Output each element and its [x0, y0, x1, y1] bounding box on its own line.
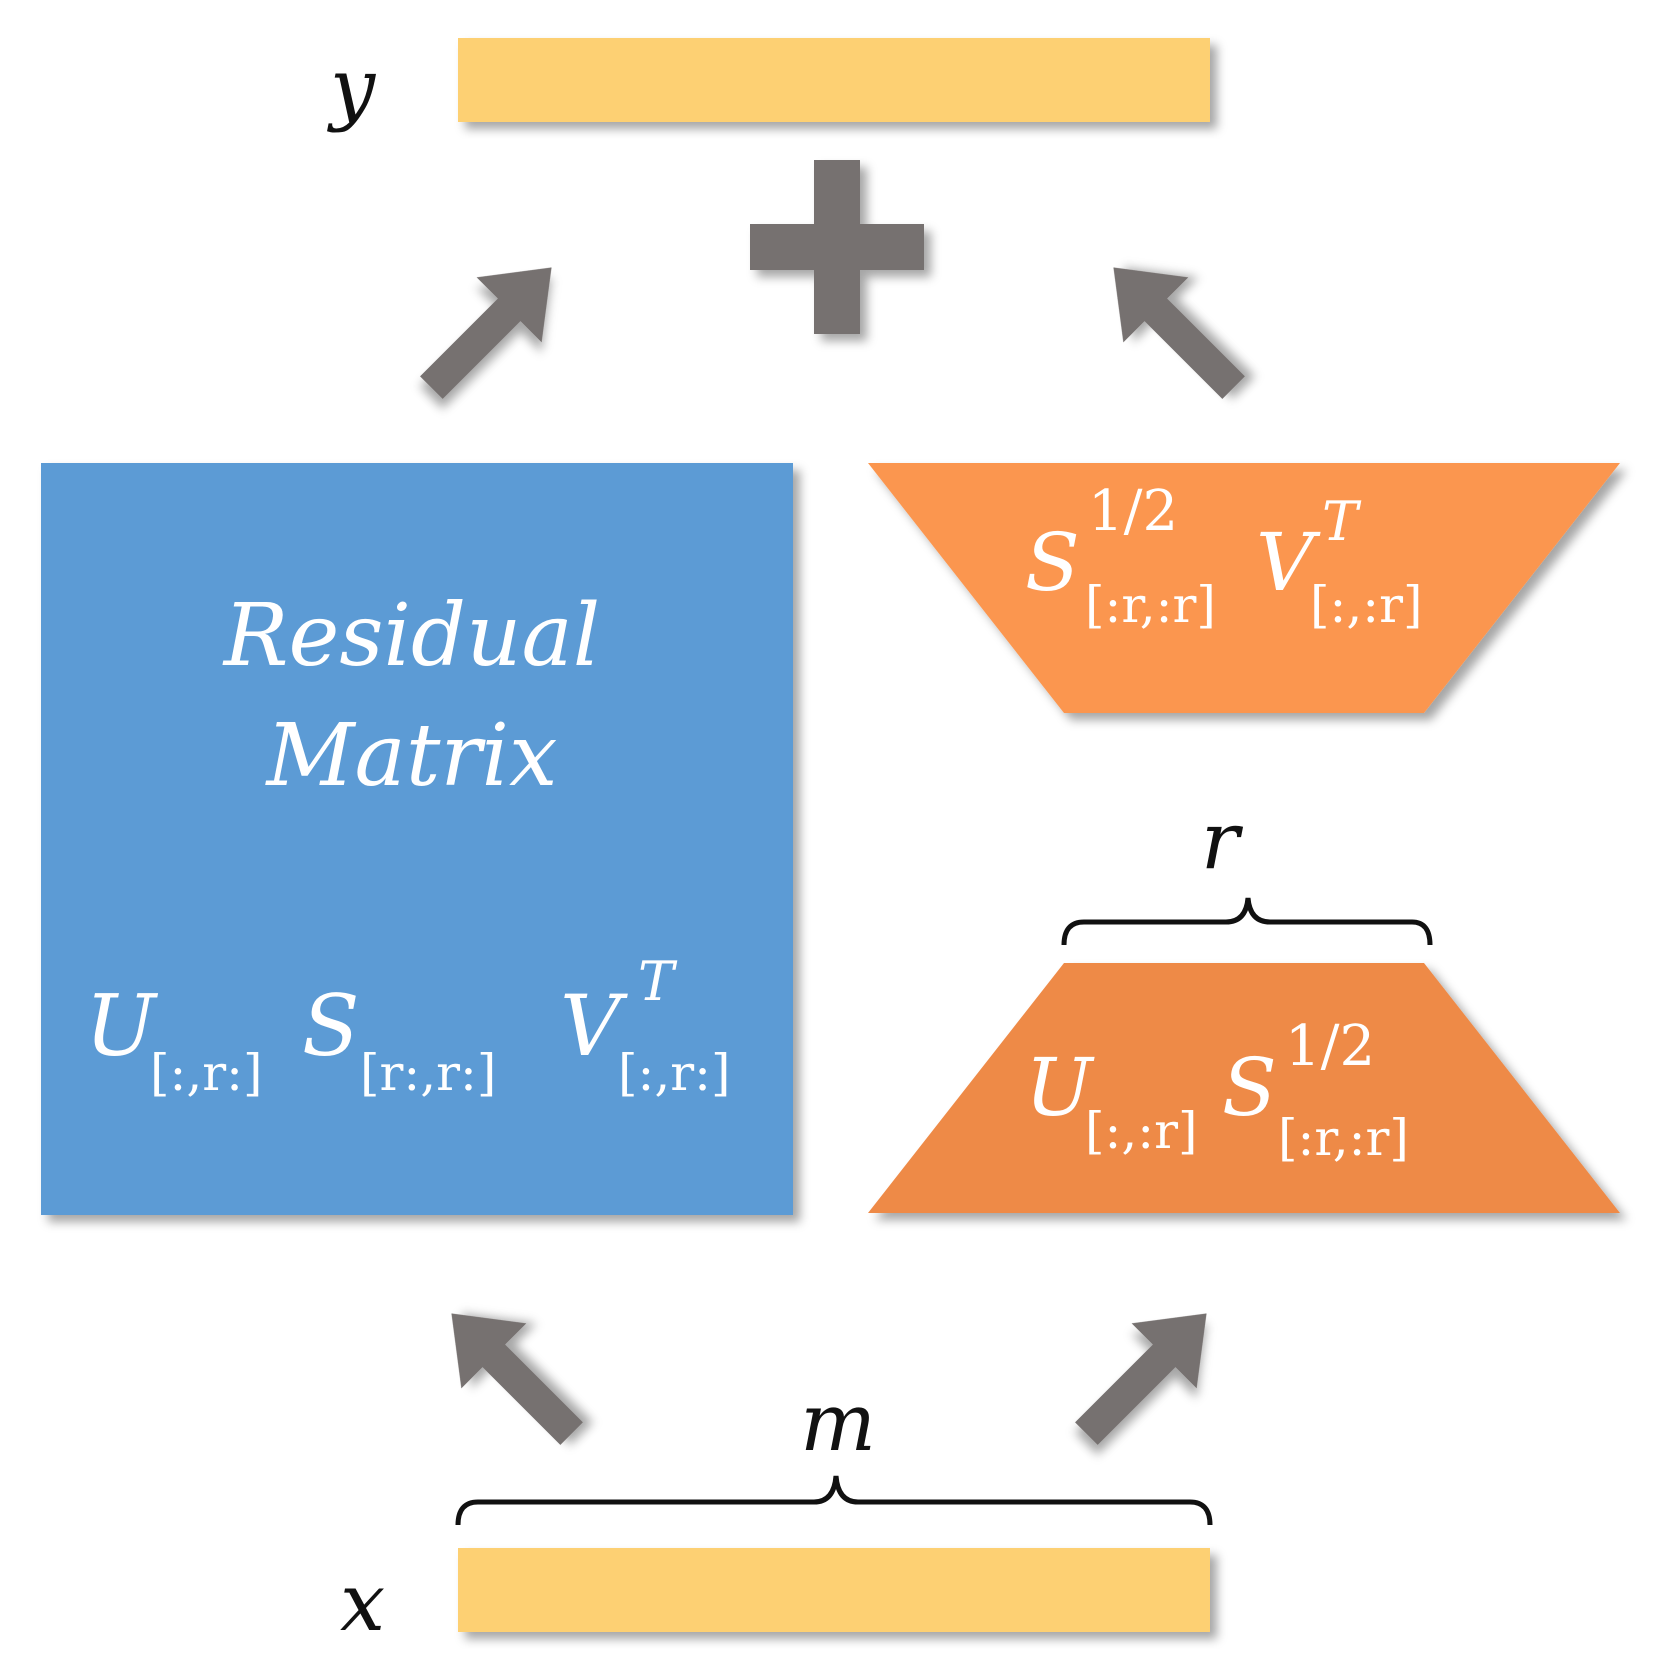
adapter-a-s: S: [1025, 516, 1080, 609]
y-label: y: [327, 41, 377, 134]
residual-matrix-block: [41, 463, 793, 1215]
r-brace: [1061, 897, 1433, 946]
adapter-a-v-superscript: T: [1322, 490, 1362, 553]
adapter-a-s-superscript: 1/2: [1088, 479, 1178, 544]
adapter-b-block: [868, 963, 1620, 1213]
arrow-icon: [398, 234, 585, 421]
x-label: x: [340, 1556, 385, 1649]
adapter-b-s-superscript: 1/2: [1285, 1014, 1375, 1079]
adapter-b-u-subscript: [:,:r]: [1085, 1102, 1198, 1160]
arrow-icon: [1080, 234, 1267, 421]
residual-formula: U [:,r:] S [r:,r:] V T [:,r:]: [85, 950, 731, 1102]
formula-v: V: [560, 977, 628, 1075]
r-label: r: [1201, 794, 1244, 887]
adapter-a-block: [868, 463, 1620, 713]
formula-u-subscript: [:,r:]: [150, 1044, 263, 1102]
m-label: m: [800, 1376, 876, 1469]
residual-title-line1: Residual: [222, 586, 601, 686]
adapter-a-v: V: [1256, 516, 1321, 609]
formula-v-subscript: [:,r:]: [618, 1044, 731, 1102]
adapter-a-s-subscript: [:r,:r]: [1085, 576, 1216, 634]
arrow-icon: [1053, 1280, 1240, 1467]
arrow-icon: [418, 1280, 605, 1467]
m-brace: [455, 1475, 1213, 1526]
formula-u: U: [85, 977, 159, 1075]
adapter-a-formula: S 1/2 [:r,:r] V T [:,:r]: [1025, 479, 1423, 634]
input-bar: [458, 1548, 1210, 1632]
output-bar: [458, 38, 1210, 122]
plus-icon: [750, 160, 924, 334]
adapter-b-s: S: [1222, 1041, 1277, 1134]
adapter-b-u: U: [1025, 1041, 1095, 1134]
residual-title-line2: Matrix: [264, 706, 557, 806]
adapter-a-v-subscript: [:,:r]: [1310, 576, 1423, 634]
formula-v-superscript: T: [638, 950, 678, 1013]
adapter-b-formula: U [:,:r] S 1/2 [:r,:r]: [1025, 1014, 1409, 1167]
formula-s: S: [302, 977, 360, 1075]
adapter-b-s-subscript: [:r,:r]: [1278, 1109, 1409, 1167]
formula-s-subscript: [r:,r:]: [360, 1044, 496, 1102]
